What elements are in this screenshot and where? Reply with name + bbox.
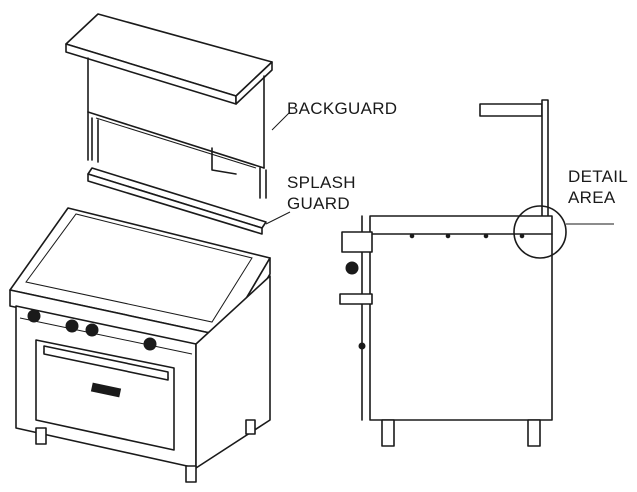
- splash-guard-label-line2: GUARD: [287, 194, 350, 213]
- detail-area-circle: [513, 205, 567, 259]
- detail-area-label-line2: AREA: [568, 188, 616, 207]
- range-body: [9, 207, 271, 483]
- backguard-label: BACKGUARD: [287, 99, 398, 118]
- splash-guard-part: [87, 167, 267, 235]
- detail-area-label-line1: DETAIL: [568, 167, 629, 186]
- side-view: [339, 99, 567, 447]
- backguard-leader: [271, 111, 291, 131]
- backguard-part: [65, 13, 273, 199]
- splash-guard-leader: [265, 211, 291, 225]
- splash-guard-label-line1: SPLASH: [287, 173, 356, 192]
